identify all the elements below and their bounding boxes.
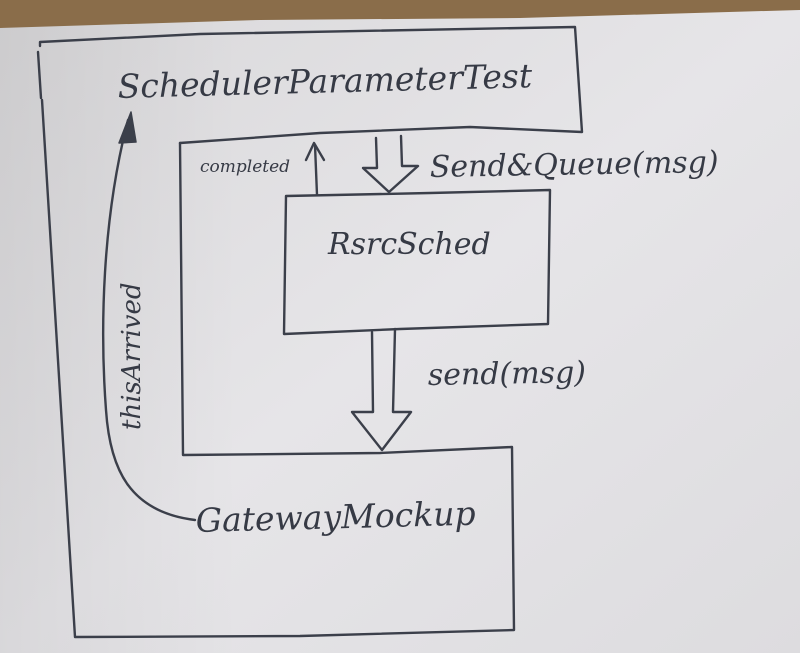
paper-shade: [0, 10, 800, 653]
send-and-queue-arrow: [361, 134, 420, 194]
edge-label-this-arrived: thisArrived: [117, 282, 147, 430]
rsrc-sched-box: [282, 188, 552, 336]
edge-label-send: send(msg): [428, 355, 587, 393]
this-arrived-arrow: [101, 111, 197, 522]
edge-label-send-and-queue: Send&Queue(msg): [430, 145, 719, 185]
node-label-gateway-mockup: GatewayMockup: [195, 494, 476, 540]
node-label-rsrc-sched: RsrcSched: [327, 227, 491, 262]
send-arrow: [350, 327, 413, 452]
scheduler-parameter-test-box: [36, 25, 584, 145]
edge-label-completed: completed: [200, 157, 290, 177]
gateway-mockup-box: [40, 98, 516, 639]
completed-arrow: [304, 141, 326, 197]
